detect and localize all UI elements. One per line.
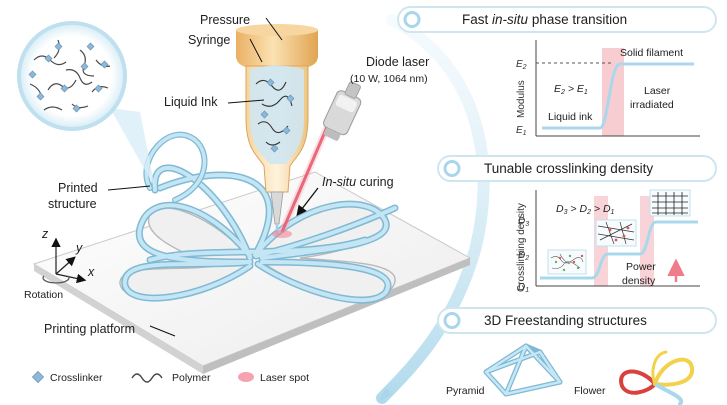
panel-freestanding: 3D Freestanding structures Pyramid Flowe…: [437, 307, 717, 405]
label-curing: In-situ curing: [322, 175, 394, 189]
label-laser-spec: (10 W, 1064 nm): [350, 73, 428, 85]
panel1-title: Fast in-situ phase transition: [462, 12, 627, 27]
printed-structure: [121, 131, 399, 304]
panel2-d2: D2: [518, 250, 529, 262]
syringe: [227, 17, 318, 236]
connector-arc: [376, 14, 490, 404]
modulus-curve: [542, 62, 694, 130]
panel3-title: 3D Freestanding structures: [484, 313, 647, 328]
panel1-laser: Laser: [644, 85, 671, 97]
laser-band: [602, 48, 624, 136]
panel1-e2: E2: [516, 59, 527, 71]
axis-x-label: x: [87, 265, 95, 279]
panel2-bullet-icon: [443, 160, 461, 177]
laser-spot-icon: [238, 372, 254, 382]
panel2-relation: D3 > D2 > D1: [556, 203, 615, 216]
label-printed: Printed: [58, 181, 98, 195]
label-liquid-ink: Liquid Ink: [164, 95, 218, 109]
label-pressure: Pressure: [200, 13, 250, 27]
legend-polymer: Polymer: [172, 372, 211, 384]
panel1-liquid-ink: Liquid ink: [548, 111, 593, 123]
pyramid-structure: [483, 343, 563, 397]
label-structure: structure: [48, 197, 97, 211]
panel2-d3: D3: [518, 216, 529, 228]
panel1-e1: E1: [516, 125, 527, 137]
label-syringe: Syringe: [188, 33, 230, 47]
panel2-ylabel: Crosslinking density: [516, 203, 527, 292]
legend-laser-spot: Laser spot: [260, 372, 309, 384]
panel2-density: density: [622, 275, 656, 287]
label-flower: Flower: [574, 385, 606, 397]
panel2-d1: D1: [518, 282, 529, 294]
polymer-icon: [131, 373, 163, 383]
panel-crosslinking: Tunable crosslinking density Crosslinkin…: [437, 155, 717, 294]
panel2-title: Tunable crosslinking density: [484, 161, 653, 176]
density-curve: [540, 220, 698, 280]
legend: Crosslinker Polymer Laser spot: [31, 370, 309, 384]
panel1-title-pill: [397, 6, 717, 33]
panel2-title-pill: [437, 155, 717, 182]
panel3-title-pill: [437, 307, 717, 334]
network-dense-icon: [649, 189, 691, 217]
network-sparse-icon: [547, 249, 587, 275]
panel1-bullet-icon: [403, 11, 421, 28]
network-medium-icon: [595, 219, 637, 247]
label-rotation: Rotation: [24, 289, 63, 301]
panel2-power: Power: [626, 261, 656, 273]
label-printing-platform: Printing platform: [44, 322, 135, 336]
flower-structure: [619, 350, 695, 405]
legend-crosslinker: Crosslinker: [50, 372, 103, 384]
panel1-irradiated: irradiated: [630, 99, 674, 111]
panel-phase-transition: Fast in-situ phase transition Modulus E2…: [397, 6, 717, 137]
diode-laser: [272, 81, 362, 238]
axis-z-label: z: [41, 227, 49, 241]
panel3-bullet-icon: [443, 312, 461, 329]
label-diode-laser: Diode laser: [366, 55, 429, 69]
axis-y-label: y: [75, 241, 83, 255]
network-zoom-bubble: [17, 21, 155, 188]
panel1-relation: E2 > E1: [554, 83, 588, 96]
crosslinker-icon: [31, 370, 45, 384]
printing-platform: [32, 171, 472, 374]
axis-gizmo: [42, 237, 87, 284]
curing-arrow: [296, 187, 319, 217]
label-pyramid: Pyramid: [446, 385, 485, 397]
panel1-ylabel: Modulus: [516, 80, 527, 118]
panel1-solid: Solid filament: [620, 47, 683, 59]
